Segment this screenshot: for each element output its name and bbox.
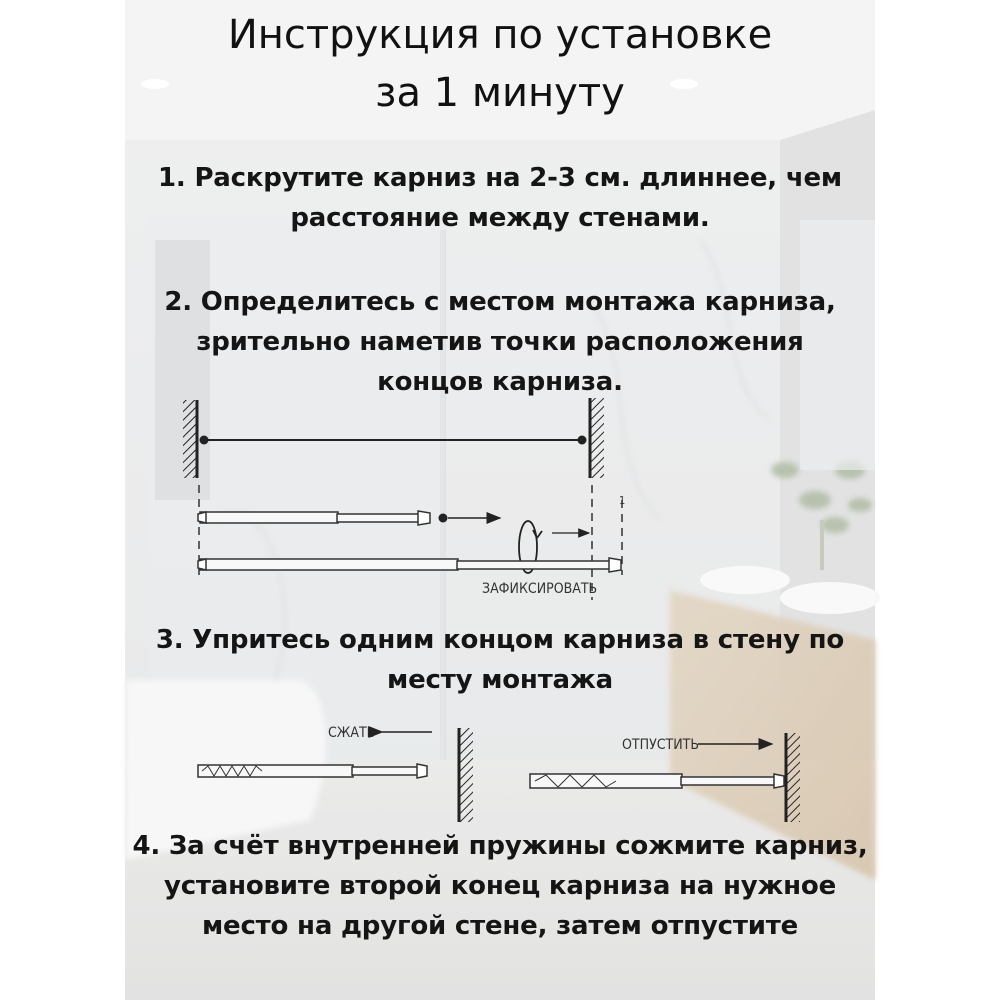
step-3-line-2: месту монтажа bbox=[387, 665, 613, 695]
rod-collapsed bbox=[197, 510, 431, 526]
right-wall-symbol bbox=[588, 398, 604, 478]
release-diagram: ОТПУСТИТЬ bbox=[529, 733, 800, 822]
gap-arrow: 1 bbox=[552, 494, 625, 538]
step-2-line-3: концов карниза. bbox=[377, 367, 623, 397]
step-3-line-1: 3. Упритесь одним концом карниза в стену… bbox=[155, 625, 845, 655]
wall-distance-line bbox=[199, 435, 587, 445]
step-4-line-2: установите второй конец карниза на нужно… bbox=[163, 871, 837, 901]
page-title-line-2: за 1 минуту bbox=[375, 70, 625, 116]
release-label: ОТПУСТИТЬ bbox=[622, 737, 699, 753]
step-2-line-2: зрительно наметив точки расположения bbox=[196, 327, 804, 357]
step-1-line-2: расстояние между стенами. bbox=[290, 203, 710, 233]
left-wall-symbol bbox=[183, 400, 199, 478]
step-4-line-3: место на другой стене, затем отпустите bbox=[201, 911, 799, 941]
step-4-text: 4. За счёт внутренней пружины сожмите ка… bbox=[0, 826, 1000, 946]
compress-diagram: СЖАТЬ bbox=[197, 725, 473, 822]
page-title-line-1: Инструкция по установке bbox=[227, 12, 773, 58]
rotate-icon bbox=[518, 520, 543, 574]
step-2-text: 2. Определитесь с местом монтажа карниза… bbox=[0, 282, 1000, 402]
step-1-line-1: 1. Раскрутите карниз на 2-3 см. длиннее,… bbox=[158, 163, 842, 193]
rod-extended bbox=[197, 557, 622, 573]
gap-label: 1 bbox=[619, 494, 625, 507]
step-3-text: 3. Упритесь одним концом карниза в стену… bbox=[0, 620, 1000, 700]
fix-label: ЗАФИКСИРОВАТЬ bbox=[482, 581, 597, 597]
step-2-line-1: 2. Определитесь с местом монтажа карниза… bbox=[164, 287, 836, 317]
compress-label: СЖАТЬ bbox=[328, 725, 375, 741]
step-4-line-1: 4. За счёт внутренней пружины сожмите ка… bbox=[132, 831, 868, 861]
extend-arrow bbox=[438, 512, 502, 524]
step-1-text: 1. Раскрутите карниз на 2-3 см. длиннее,… bbox=[0, 158, 1000, 238]
